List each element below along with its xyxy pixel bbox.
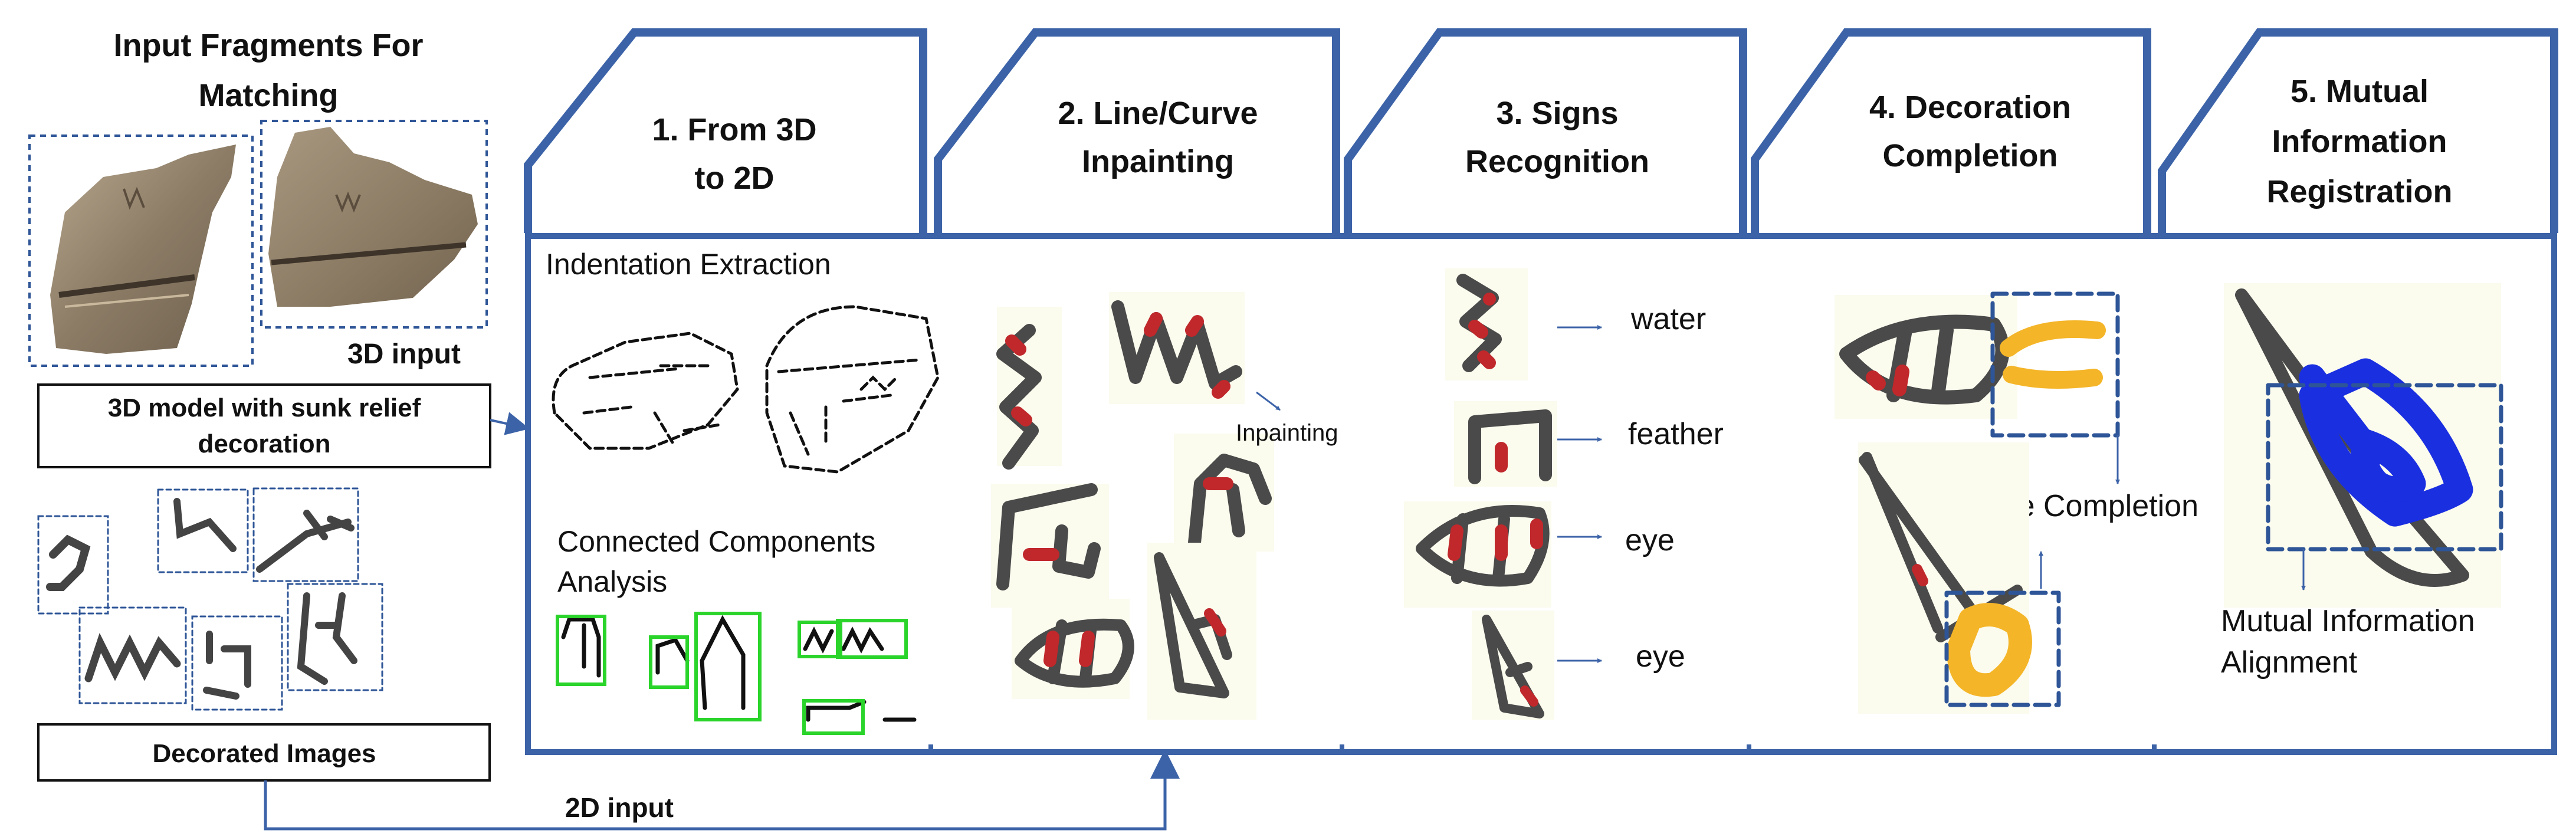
sign-arrows [1557, 325, 1602, 663]
fragment-3d-right [260, 120, 488, 329]
mutual-information-alignment-line1: Mutual Information [2221, 604, 2475, 638]
inpainting-arrow [1256, 391, 1281, 411]
input-title-line2: Matching [199, 78, 339, 113]
stage-5-line3: Registration [2266, 174, 2452, 209]
box-3d-model-line1: 3D model with sunk relief [108, 393, 421, 422]
label-3d-input: 3D input [347, 339, 461, 370]
stage-1-line1: 1. From 3D [652, 112, 816, 147]
stage-header-3: 3. Signs Recognition [1344, 28, 1747, 233]
arrow-2d-input [264, 749, 1180, 831]
stage-header-4: 4. Decoration Completion [1751, 28, 2151, 233]
stage-2-line2: Inpainting [1082, 144, 1234, 179]
stage-4-line2: Completion [1883, 138, 2058, 173]
indentation-sketch [552, 305, 940, 474]
cca-label-line1: Connected Components [557, 525, 875, 558]
connected-components [556, 612, 917, 735]
box-3d-model [37, 383, 491, 468]
sign-label-water: water [1630, 302, 1706, 336]
mutual-information-alignment-line2: Alignment [2221, 645, 2358, 680]
sign-glyphs [1404, 268, 1557, 720]
stage-3-line2: Recognition [1465, 144, 1649, 179]
decorated-image-thumbnails [37, 487, 383, 711]
stage-5-line1: 5. Mutual [2290, 74, 2429, 109]
inpainting-label: Inpainting [1236, 420, 1338, 446]
completion-feather [1858, 442, 2061, 714]
box-decorated-images-label: Decorated Images [152, 739, 376, 768]
registration-glyph [2224, 283, 2503, 608]
column-separators [928, 744, 2157, 755]
cca-label-line2: Analysis [557, 565, 667, 598]
indentation-extraction-label: Indentation Extraction [546, 248, 831, 281]
box-3d-model-line2: decoration [198, 429, 331, 458]
stage-header-5: 5. Mutual Information Registration [2158, 28, 2558, 233]
label-2d-input: 2D input [565, 792, 674, 823]
box-decorated-images [37, 723, 491, 782]
stage-5-line2: Information [2272, 124, 2447, 159]
fragment-3d-left [28, 134, 254, 367]
input-title-line1: Input Fragments For [114, 28, 424, 63]
stage-1-line2: to 2D [695, 160, 775, 196]
stage-header-2: 2. Line/Curve Inpainting [934, 28, 1340, 233]
sign-label-eye-2: eye [1636, 639, 1685, 674]
completion-eye [1835, 291, 2120, 438]
sign-label-eye-1: eye [1625, 523, 1675, 557]
stage-2-line1: 2. Line/Curve [1058, 96, 1258, 131]
stage-4-line1: 4. Decoration [1869, 90, 2071, 125]
arrow-3d-to-step1 [490, 412, 530, 435]
inpainting-glyphs [991, 292, 1274, 720]
stage-header-1: 1. From 3D to 2D [524, 28, 927, 233]
stage-3-line1: 3. Signs [1496, 96, 1618, 131]
sign-label-feather: feather [1628, 417, 1724, 451]
